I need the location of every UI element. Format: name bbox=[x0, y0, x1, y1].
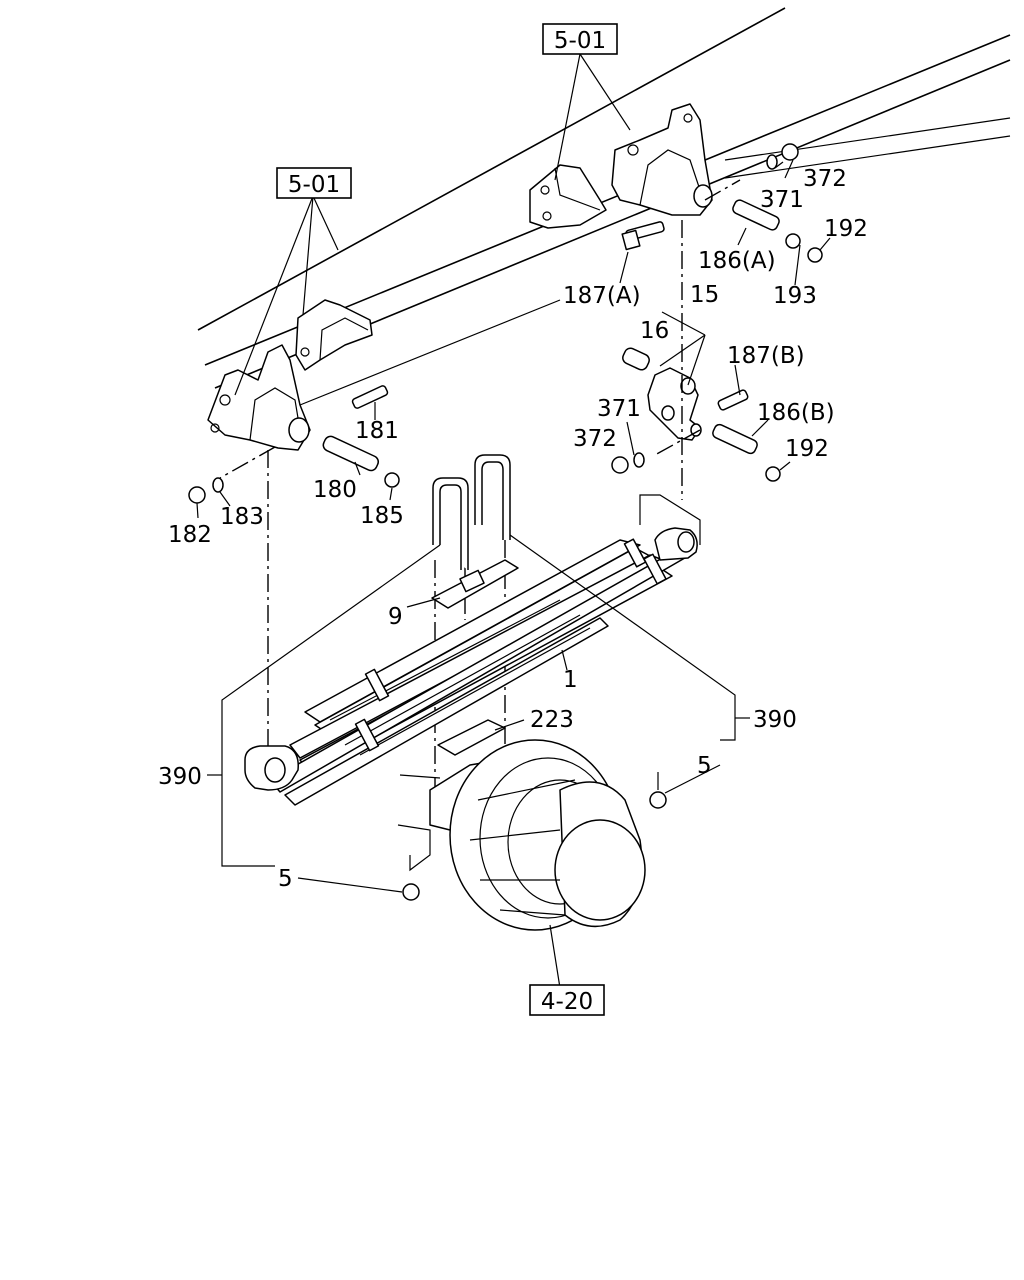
u-bolts bbox=[432, 454, 511, 570]
callout-371-mid: 371 bbox=[597, 396, 641, 422]
callout-9: 9 bbox=[388, 604, 403, 630]
callout-187a: 187(A) bbox=[563, 283, 641, 309]
callout-16: 16 bbox=[640, 318, 669, 344]
ref-box-5-01-left: 5-01 bbox=[276, 167, 352, 199]
front-frame-bracket bbox=[295, 299, 373, 371]
callout-390-left: 390 bbox=[158, 764, 202, 790]
callout-185: 185 bbox=[360, 503, 404, 529]
callout-192-mid: 192 bbox=[785, 436, 829, 462]
callout-193: 193 bbox=[773, 283, 817, 309]
callout-5-left: 5 bbox=[278, 866, 293, 892]
spring-seat-plate bbox=[431, 559, 519, 609]
shackle-assembly bbox=[622, 347, 702, 441]
spring-pad bbox=[437, 719, 506, 756]
callout-372-top: 372 bbox=[803, 166, 847, 192]
callout-180: 180 bbox=[313, 477, 357, 503]
callout-186b: 186(B) bbox=[757, 400, 835, 426]
callout-182: 182 bbox=[168, 522, 212, 548]
front-hanger-bracket bbox=[207, 344, 311, 451]
callout-15: 15 bbox=[690, 282, 719, 308]
callout-186a: 186(A) bbox=[698, 248, 776, 274]
rear-hardware bbox=[611, 143, 823, 482]
callout-1: 1 bbox=[563, 667, 578, 693]
ref-box-5-01-top: 5-01 bbox=[542, 23, 618, 55]
callout-5-right: 5 bbox=[697, 753, 712, 779]
ref-label-5-01-left: 5-01 bbox=[288, 172, 340, 198]
callout-labels: 372 371 192 186(A) 193 187(A) 15 16 187(… bbox=[158, 166, 868, 892]
callout-223: 223 bbox=[530, 707, 574, 733]
leader-lines bbox=[196, 53, 831, 989]
ref-label-4-20: 4-20 bbox=[541, 989, 593, 1015]
rear-hanger-bracket bbox=[611, 103, 713, 216]
ref-label-5-01-top: 5-01 bbox=[554, 28, 606, 54]
callout-187b: 187(B) bbox=[727, 343, 805, 369]
callout-181: 181 bbox=[355, 418, 399, 444]
front-hardware bbox=[188, 385, 400, 504]
callout-390-right: 390 bbox=[753, 707, 797, 733]
ref-box-4-20: 4-20 bbox=[529, 984, 605, 1016]
leaf-spring bbox=[244, 494, 701, 806]
callout-192-top: 192 bbox=[824, 216, 868, 242]
axle-hub bbox=[397, 739, 667, 931]
mid-frame-bracket bbox=[529, 164, 607, 229]
callout-183: 183 bbox=[220, 504, 264, 530]
callout-372-mid: 372 bbox=[573, 426, 617, 452]
callout-371-top: 371 bbox=[760, 187, 804, 213]
